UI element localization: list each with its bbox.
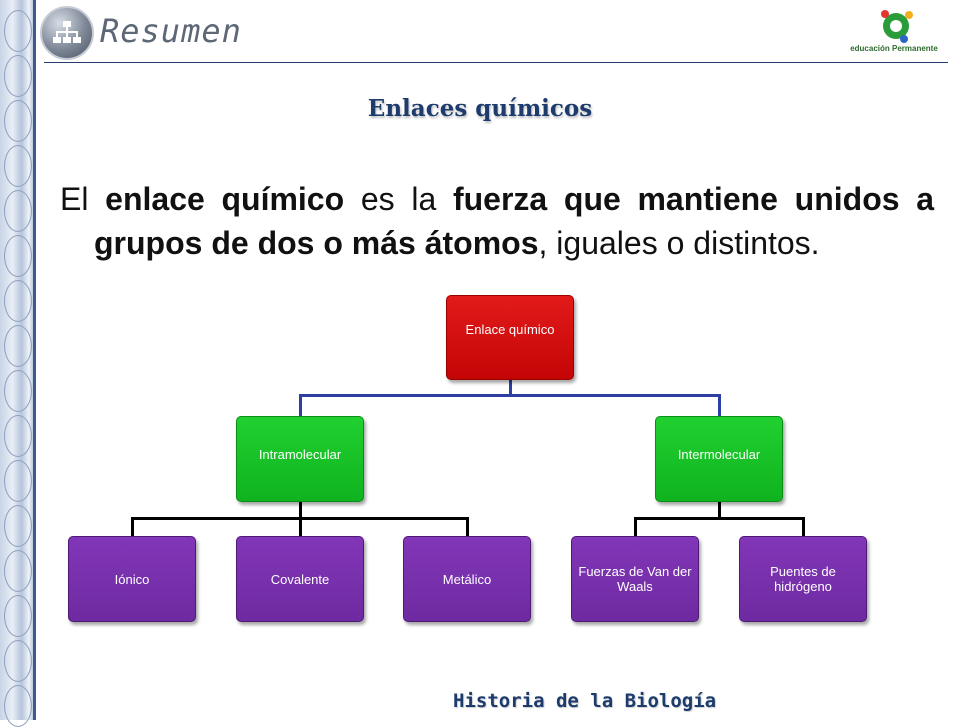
- left-decorative-border: [0, 0, 36, 727]
- org-chart-icon: [40, 6, 94, 60]
- node-covalente: Covalente: [236, 536, 364, 622]
- paragraph-run: El: [60, 181, 106, 217]
- node-metalico: Metálico: [403, 536, 531, 622]
- definition-paragraph: El enlace químico es la fuerza que manti…: [60, 177, 934, 265]
- logo-text: educación Permanente: [850, 44, 938, 53]
- educacion-permanente-logo-icon: [881, 10, 913, 43]
- paragraph-run: , iguales o distintos.: [538, 225, 820, 261]
- node-ionico: Iónico: [68, 536, 196, 622]
- paragraph-run: es la: [344, 181, 453, 217]
- node-intermolecular: Intermolecular: [655, 416, 783, 502]
- header-divider: [44, 62, 948, 63]
- paragraph-run: enlace químico: [105, 181, 345, 217]
- header-title: Resumen: [100, 12, 242, 50]
- node-puentes-de-hidrogeno: Puentes de hidrógeno: [739, 536, 867, 622]
- node-fuerzas-van-der-waals: Fuerzas de Van der Waals: [571, 536, 699, 622]
- paragraph-run: fuerza que mantiene unidos a grupos de d…: [94, 181, 935, 261]
- node-enlace-quimico: Enlace químico: [446, 295, 574, 380]
- slide-subtitle: Enlaces químicos: [367, 95, 593, 122]
- footer-title: Historia de la Biología: [453, 690, 717, 712]
- node-intramolecular: Intramolecular: [236, 416, 364, 502]
